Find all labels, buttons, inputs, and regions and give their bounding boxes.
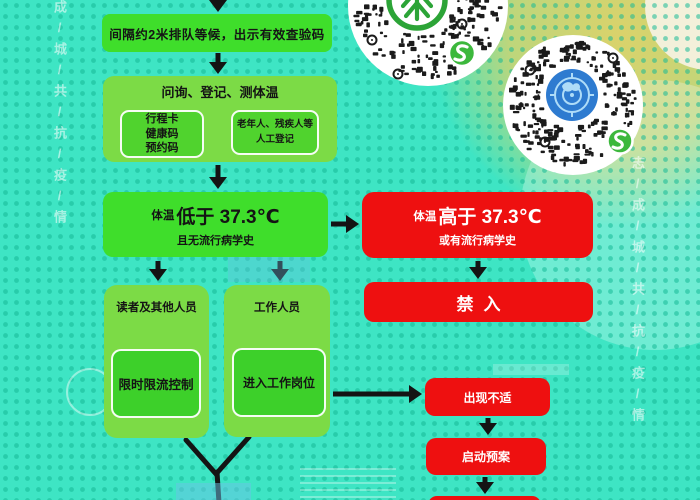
manual-register-sub-box: 老年人、残疾人等 人工登记 bbox=[231, 110, 319, 155]
qr-code-blue bbox=[503, 35, 643, 175]
staff-action-box: 进入工作岗位 bbox=[232, 348, 326, 417]
deny-entry-box: 禁入 bbox=[364, 282, 593, 322]
qr-code-green bbox=[348, 0, 508, 86]
register-step-title: 问询、登记、测体温 bbox=[161, 85, 279, 100]
activate-plan-box: 启动预案 bbox=[426, 438, 546, 475]
readers-title: 读者及其他人员 bbox=[116, 302, 197, 314]
watermark-blue-patch bbox=[176, 483, 251, 500]
watermark-text-streak bbox=[493, 364, 569, 375]
staff-title: 工作人员 bbox=[254, 302, 300, 314]
codes-sub-box: 行程卡 健康码 预约码 bbox=[120, 110, 204, 158]
blue-radar-logo-icon bbox=[546, 69, 598, 121]
readers-action-box: 限时限流控制 bbox=[111, 349, 201, 418]
cream-corner-circle bbox=[645, 0, 700, 70]
unwell-box: 出现不适 bbox=[425, 378, 550, 416]
wechat-badge-icon bbox=[447, 38, 477, 68]
qr-ring-marks bbox=[366, 18, 468, 80]
temp-high-condition: 或有流行病学史 bbox=[439, 235, 516, 247]
qr-ring-marks bbox=[524, 52, 619, 148]
temp-normal-prefix: 体温 bbox=[151, 210, 175, 222]
temp-normal-condition: 且无流行病学史 bbox=[177, 234, 254, 247]
temp-normal-value: 低于 37.3℃ bbox=[176, 206, 280, 228]
temp-high-box: 体温 高于 37.3℃ 或有流行病学史 bbox=[362, 192, 593, 258]
wechat-badge-icon bbox=[606, 127, 634, 155]
merge-lines bbox=[183, 434, 252, 500]
queue-step-box: 间隔约2米排队等候，出示有效查验码 bbox=[102, 14, 332, 52]
watermark-slogan-left: 成/城/共/抗/疫/情 bbox=[52, 0, 67, 230]
temp-normal-box: 体温 低于 37.3℃ 且无流行病学史 bbox=[103, 192, 328, 257]
temp-high-prefix: 体温 bbox=[413, 210, 437, 223]
temp-high-value: 高于 37.3℃ bbox=[438, 207, 542, 228]
watermark-text-streaks bbox=[300, 468, 396, 498]
watermark-slogan-right: 志/成/城/共/抗/疫/情 bbox=[630, 156, 645, 428]
next-step-box-partial bbox=[428, 496, 541, 500]
green-tree-logo-icon bbox=[386, 0, 448, 31]
